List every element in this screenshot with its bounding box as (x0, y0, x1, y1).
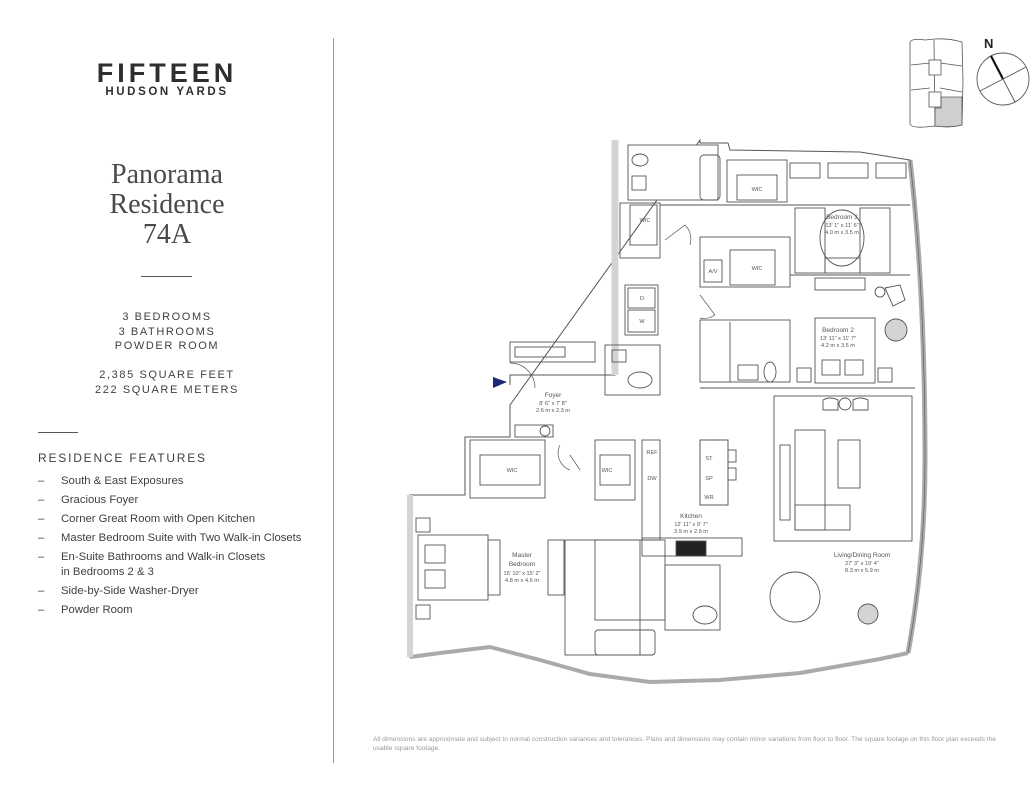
svg-text:3.9 m x 2.9 m: 3.9 m x 2.9 m (674, 529, 708, 535)
svg-text:15' 10" x 15' 2": 15' 10" x 15' 2" (504, 571, 541, 577)
brand-logo-subname: HUDSON YARDS (105, 86, 229, 98)
dash-icon: – (38, 551, 45, 563)
interior-walls (415, 144, 915, 656)
svg-text:8.3 m x 5.9 m: 8.3 m x 5.9 m (845, 568, 879, 574)
svg-text:4.2 m x 3.5 m: 4.2 m x 3.5 m (821, 343, 855, 349)
features-divider (38, 432, 78, 433)
svg-text:4.8 m x 4.6 m: 4.8 m x 4.6 m (505, 578, 539, 584)
dw-label: DW (647, 476, 657, 482)
foyer-label: Foyer (545, 392, 562, 399)
square-feet: 2,385 SQUARE FEET (99, 369, 235, 381)
title-divider (141, 276, 192, 277)
wic-label: WIC (752, 266, 763, 272)
features-list: –South & East Exposures –Gracious Foyer … (38, 474, 301, 622)
residence-title-line2: Residence (109, 189, 225, 220)
living-dining-label: Living/Dining Room (834, 552, 890, 559)
info-panel: FIFTEEN HUDSON YARDS Panorama Residence … (0, 0, 334, 800)
room-summary: 3 BEDROOMS 3 BATHROOMS POWDER ROOM (0, 310, 334, 354)
wic-label: WIC (640, 218, 651, 224)
feature-item: –Side-by-Side Washer-Dryer (38, 585, 199, 597)
features-heading: RESIDENCE FEATURES (38, 451, 207, 465)
dash-icon: – (38, 604, 45, 616)
room-labels: Bedroom 3 13' 1" x 11' 6" 4.0 m x 3.5 m … (504, 187, 891, 584)
dash-icon: – (38, 494, 45, 506)
exterior-walls (407, 138, 928, 685)
av-label: A/V (708, 269, 717, 275)
brand-logo-name: FIFTEEN (96, 58, 238, 88)
feature-item: –Powder Room (38, 604, 133, 616)
dash-icon: – (38, 532, 45, 544)
dash-icon: – (38, 585, 45, 597)
bedroom2-label: Bedroom 2 (822, 327, 854, 334)
wic-label: WIC (507, 468, 518, 474)
sp-label: SP (705, 476, 713, 482)
wr-label: WR (704, 495, 713, 501)
feature-item: –South & East Exposures (38, 475, 184, 487)
svg-text:4.0 m x 3.5 m: 4.0 m x 3.5 m (825, 230, 859, 236)
square-meters: 222 SQUARE METERS (95, 383, 239, 396)
door-swings (509, 224, 716, 471)
area-summary: 2,385 SQUARE FEET 222 SQUARE METERS (0, 368, 334, 397)
bathroom-count: 3 BATHROOMS (118, 325, 216, 338)
feature-item: –Corner Great Room with Open Kitchen (38, 513, 256, 525)
svg-text:27' 3" x 19' 4": 27' 3" x 19' 4" (845, 561, 879, 567)
compass: N (976, 36, 1030, 106)
st-label: ST (705, 456, 713, 462)
svg-text:Bedroom: Bedroom (509, 561, 535, 568)
svg-text:8' 6" x 7' 8": 8' 6" x 7' 8" (539, 401, 567, 407)
svg-text:13' 11" x 11' 7": 13' 11" x 11' 7" (820, 336, 856, 342)
bedroom3-label: Bedroom 3 (826, 214, 858, 221)
svg-text:2.6 m x 2.3 m: 2.6 m x 2.3 m (536, 408, 570, 414)
residence-title: Panorama Residence 74A (0, 160, 334, 250)
feature-item: –Gracious Foyer (38, 494, 139, 506)
dash-icon: – (38, 513, 45, 525)
master-bedroom-label: Master (512, 552, 533, 559)
washer-label: W (639, 319, 645, 325)
wic-label: WIC (602, 468, 613, 474)
ref-label: REF (646, 450, 658, 456)
disclaimer-text: All dimensions are approximate and subje… (373, 736, 996, 752)
residence-title-line1: Panorama (111, 159, 223, 190)
svg-text:12' 11" x 9' 7": 12' 11" x 9' 7" (674, 522, 707, 528)
residence-unit: 74A (142, 219, 192, 250)
compass-rose-icon (976, 52, 1030, 106)
svg-text:13' 1" x 11' 6": 13' 1" x 11' 6" (825, 223, 858, 229)
feature-item: –Master Bedroom Suite with Two Walk-in C… (38, 532, 302, 544)
north-label: N (984, 36, 993, 51)
entry-arrow-icon (493, 377, 507, 388)
dryer-label: D (640, 296, 644, 302)
vertical-divider (333, 38, 334, 763)
kitchen-label: Kitchen (680, 513, 702, 520)
bedroom-count: 3 BEDROOMS (122, 311, 212, 323)
wic-label: WIC (752, 187, 763, 193)
dash-icon: – (38, 475, 45, 487)
powder-room: POWDER ROOM (114, 340, 220, 352)
key-plan (909, 38, 964, 128)
